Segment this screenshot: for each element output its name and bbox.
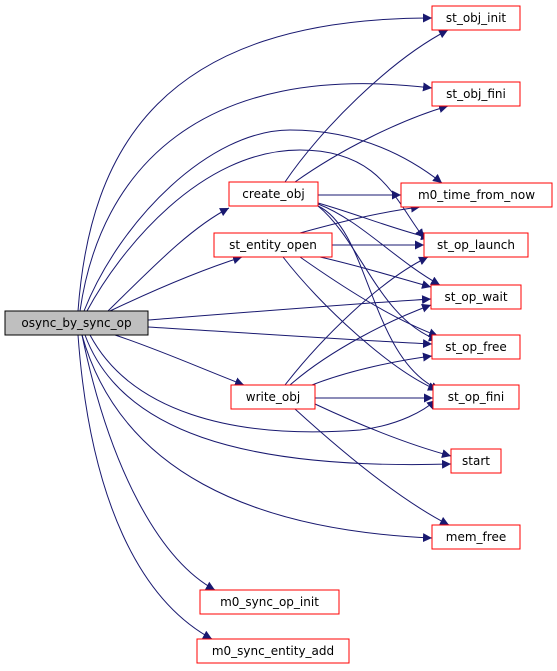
edge-create-obj-to-st-op-wait bbox=[317, 203, 441, 286]
node-label: write_obj bbox=[246, 390, 300, 404]
node-m0-sync-entity-add[interactable]: m0_sync_entity_add bbox=[196, 638, 350, 664]
node-st-op-fini[interactable]: st_op_fini bbox=[432, 384, 520, 410]
edge-osync-by-sync-op-to-st-entity-open bbox=[109, 255, 243, 312]
edge-osync-by-sync-op-to-m0-time-from-now bbox=[83, 129, 443, 312]
edge-create-obj-to-st-obj-fini bbox=[294, 104, 449, 183]
node-label: start bbox=[462, 454, 490, 468]
edge-osync-by-sync-op-to-st-op-free bbox=[147, 326, 433, 349]
node-label: create_obj bbox=[242, 187, 304, 201]
node-write-obj[interactable]: write_obj bbox=[230, 384, 316, 410]
edge-write-obj-to-st-op-free bbox=[311, 352, 433, 386]
node-label: st_op_fini bbox=[448, 390, 504, 404]
node-m0-time-from-now[interactable]: m0_time_from_now bbox=[400, 182, 553, 208]
node-st-obj-fini[interactable]: st_obj_fini bbox=[431, 81, 521, 107]
edge-create-obj-to-st-op-fini bbox=[317, 205, 441, 391]
edge-osync-by-sync-op-to-m0-sync-op-init bbox=[81, 334, 216, 591]
edge-osync-by-sync-op-to-write-obj bbox=[114, 334, 245, 386]
edge-osync-by-sync-op-to-st-obj-init bbox=[77, 13, 433, 312]
edge-create-obj-to-st-obj-init bbox=[284, 29, 449, 183]
node-label: st_obj_fini bbox=[446, 87, 506, 101]
node-label: st_op_wait bbox=[444, 290, 507, 304]
edge-write-obj-to-mem-free bbox=[294, 408, 450, 526]
node-st-obj-init[interactable]: st_obj_init bbox=[431, 5, 521, 31]
node-create-obj[interactable]: create_obj bbox=[228, 181, 319, 207]
edge-write-obj-to-st-op-wait bbox=[289, 303, 432, 386]
node-mem-free[interactable]: mem_free bbox=[431, 524, 521, 550]
edge-osync-by-sync-op-to-start bbox=[84, 334, 452, 469]
edge-osync-by-sync-op-to-create-obj bbox=[107, 207, 230, 312]
edges-layer bbox=[77, 13, 452, 640]
edge-osync-by-sync-op-to-m0-sync-entity-add bbox=[77, 334, 213, 640]
node-start[interactable]: start bbox=[450, 448, 502, 474]
node-st-op-wait[interactable]: st_op_wait bbox=[430, 284, 522, 310]
node-label: st_obj_init bbox=[446, 11, 507, 25]
nodes-layer: osync_by_sync_op create_obj st_entity_op… bbox=[4, 5, 553, 664]
edge-osync-by-sync-op-to-st-obj-fini bbox=[79, 82, 433, 312]
node-st-op-launch[interactable]: st_op_launch bbox=[423, 232, 529, 258]
node-osync-by-sync-op[interactable]: osync_by_sync_op bbox=[4, 310, 149, 336]
edge-st-entity-open-to-st-op-fini bbox=[282, 256, 438, 391]
edge-write-obj-to-st-op-launch bbox=[284, 256, 429, 386]
node-st-op-free[interactable]: st_op_free bbox=[431, 334, 521, 360]
edge-osync-by-sync-op-to-st-op-wait bbox=[147, 295, 432, 321]
edge-st-entity-open-to-m0-time-from-now bbox=[299, 203, 421, 234]
edge-write-obj-to-start bbox=[314, 403, 452, 459]
node-label: m0_time_from_now bbox=[418, 188, 535, 202]
edge-create-obj-to-st-op-free bbox=[317, 205, 439, 342]
node-label: m0_sync_op_init bbox=[220, 595, 319, 609]
node-label: osync_by_sync_op bbox=[21, 316, 131, 330]
edge-st-entity-open-to-st-op-free bbox=[299, 256, 439, 338]
node-label: st_op_launch bbox=[437, 238, 515, 252]
node-label: mem_free bbox=[446, 530, 506, 544]
edge-osync-by-sync-op-to-st-op-launch bbox=[86, 149, 425, 312]
edge-osync-by-sync-op-to-mem-free bbox=[81, 334, 433, 543]
edge-osync-by-sync-op-to-st-op-fini bbox=[89, 334, 437, 433]
node-m0-sync-op-init[interactable]: m0_sync_op_init bbox=[199, 589, 340, 615]
edge-create-obj-to-st-op-launch bbox=[317, 202, 431, 241]
node-st-entity-open[interactable]: st_entity_open bbox=[213, 232, 333, 258]
node-label: st_entity_open bbox=[229, 238, 317, 252]
edge-st-entity-open-to-st-op-wait bbox=[319, 256, 432, 289]
node-label: m0_sync_entity_add bbox=[212, 644, 334, 658]
node-label: st_op_free bbox=[445, 340, 507, 354]
